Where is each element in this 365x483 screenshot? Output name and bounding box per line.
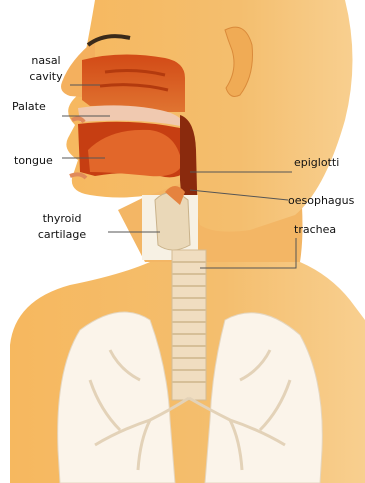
label-oesophagus: oesophagus	[288, 195, 354, 207]
label-nasal: nasal	[24, 55, 68, 67]
trachea-tube	[172, 250, 206, 400]
nasal-cavity	[82, 54, 185, 112]
label-thyroid-cartilage: thyroid cartilage	[20, 213, 104, 241]
thyroid-cartilage-shape	[155, 193, 190, 251]
label-thyroid: thyroid	[20, 213, 104, 225]
label-tongue: tongue	[14, 155, 53, 167]
label-epiglottis: epiglotti	[294, 157, 339, 169]
label-trachea: trachea	[294, 224, 336, 236]
label-cartilage: cartilage	[20, 229, 104, 241]
label-cavity: cavity	[24, 71, 68, 83]
label-palate: Palate	[12, 101, 46, 113]
label-nasal-cavity: nasal cavity	[24, 55, 68, 83]
